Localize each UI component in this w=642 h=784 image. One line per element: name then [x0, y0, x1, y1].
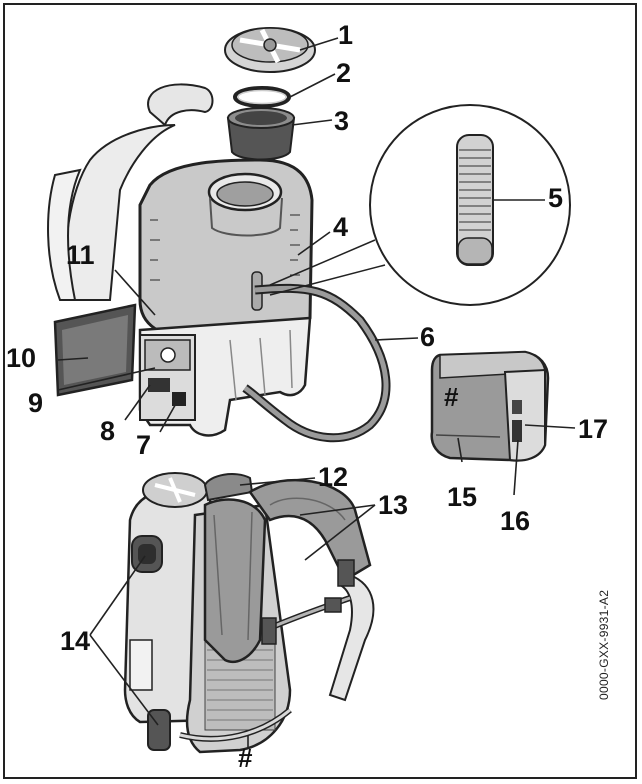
figure-code: 0000-GXX-9931-A2: [597, 589, 611, 700]
label-15: 15: [447, 482, 478, 512]
label-3: 3: [334, 106, 350, 136]
filter-basket: [226, 107, 296, 161]
label-5: 5: [548, 183, 564, 213]
label-7: 7: [136, 430, 152, 460]
sprayer-hash-mark: #: [238, 743, 253, 773]
label-12: 12: [318, 462, 349, 492]
label-14: 14: [60, 626, 91, 656]
label-1: 1: [338, 20, 354, 50]
leader-lines: [57, 37, 576, 726]
strap-extension: [328, 573, 375, 702]
label-11: 11: [66, 240, 95, 270]
switch-button: [172, 392, 186, 406]
strainer-filter: [456, 134, 494, 266]
label-4: 4: [333, 212, 349, 242]
label-13: 13: [378, 490, 409, 520]
label-17: 17: [578, 414, 609, 444]
battery-slot: [148, 378, 170, 392]
shoulder-strap-left: [203, 498, 267, 664]
strap-cover: [203, 473, 254, 502]
label-6: 6: [420, 322, 436, 352]
battery-pack: [430, 350, 550, 462]
shoulder-strap-top: [147, 83, 214, 127]
label-9: 9: [28, 388, 44, 418]
label-2: 2: [336, 58, 352, 88]
filler-cap: [224, 27, 316, 73]
label-10: 10: [6, 343, 37, 373]
label-16: 16: [500, 506, 531, 536]
back-frame-2: [47, 168, 82, 301]
label-8: 8: [100, 416, 116, 446]
battery-hash-mark: #: [444, 382, 459, 412]
back-frame: [65, 124, 176, 301]
